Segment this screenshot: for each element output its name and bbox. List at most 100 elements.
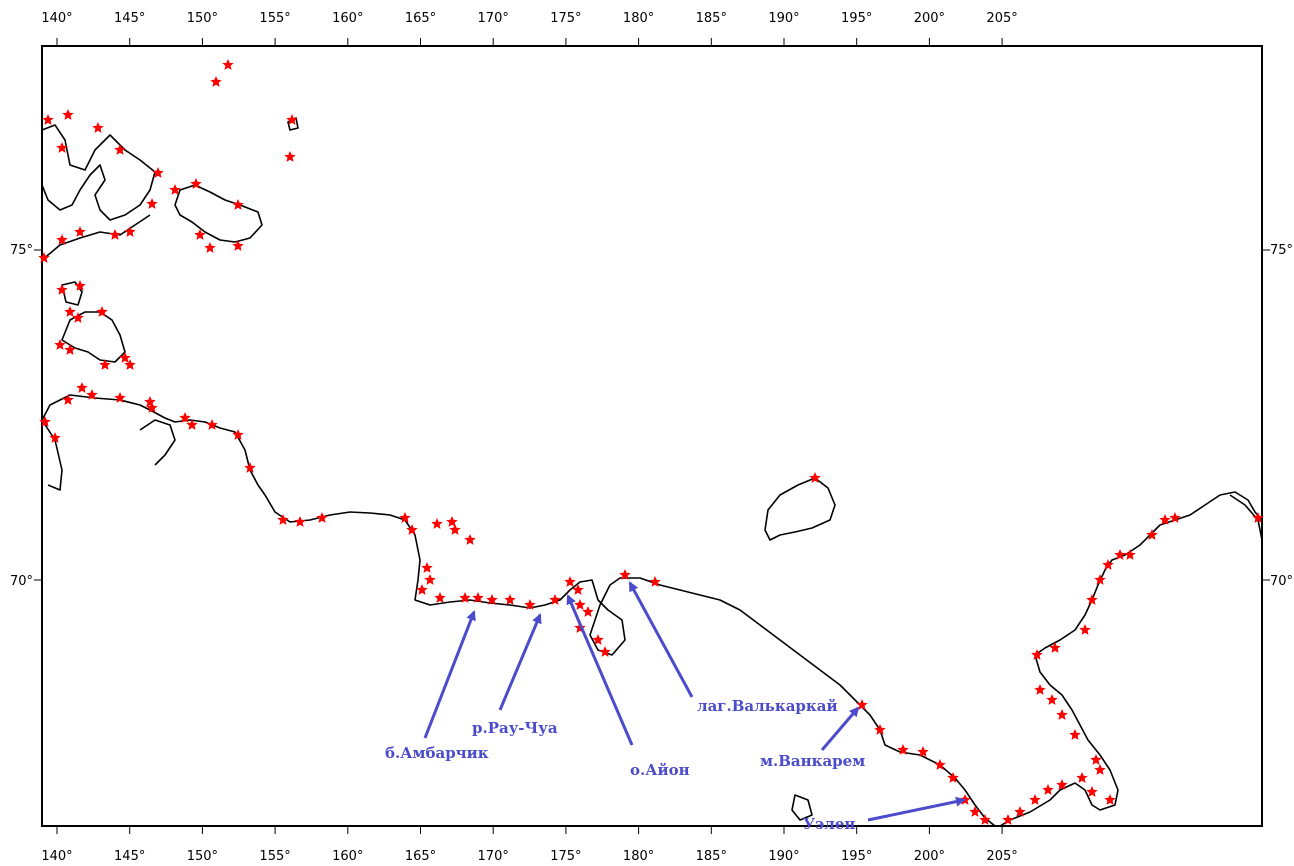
red-star-icon	[1090, 754, 1102, 765]
red-star-icon	[1002, 814, 1014, 825]
red-star-icon	[874, 724, 886, 735]
red-star-icon	[947, 772, 959, 783]
red-star-icon	[186, 419, 198, 430]
longitude-label-top: 190°	[768, 11, 799, 26]
longitude-label-top: 165°	[405, 11, 436, 26]
red-star-icon	[406, 524, 418, 535]
longitude-label-bottom: 150°	[187, 849, 218, 864]
red-star-icon	[917, 746, 929, 757]
red-star-icon	[399, 512, 411, 523]
longitude-label-bottom: 205°	[986, 849, 1017, 864]
red-star-icon	[109, 229, 121, 240]
longitude-labels-top: 140°145°150°155°160°165°170°175°180°185°…	[41, 11, 1017, 26]
novaya-sibir-island	[174, 184, 263, 243]
red-star-icon	[124, 226, 136, 237]
red-star-icon	[1076, 772, 1088, 783]
red-star-icon	[979, 814, 991, 825]
arrow-valkarkay	[628, 581, 694, 698]
red-star-icon	[232, 429, 244, 440]
red-star-icon	[421, 562, 433, 573]
longitude-label-top: 185°	[696, 11, 727, 26]
tick-marks	[34, 38, 1270, 834]
red-star-icon	[564, 576, 576, 587]
red-star-icon	[1079, 624, 1091, 635]
red-star-icon	[39, 416, 51, 427]
lyakhovsky-small-island	[61, 281, 83, 306]
red-star-icon	[486, 594, 498, 605]
red-star-icon	[464, 534, 476, 545]
red-star-icon	[1114, 549, 1126, 560]
longitude-label-bottom: 200°	[914, 849, 945, 864]
small-lake-outline	[791, 794, 813, 821]
red-star-icon	[934, 759, 946, 770]
red-star-icon	[114, 144, 126, 155]
label-valkarkay: лаг.Валькаркай	[697, 697, 838, 715]
red-star-icon	[582, 606, 594, 617]
red-star-icon	[286, 114, 298, 125]
red-star-icon	[1159, 514, 1171, 525]
arrow-rau-chua	[498, 613, 542, 711]
red-star-icon	[1031, 649, 1043, 660]
red-star-icon	[232, 240, 244, 251]
red-star-icon	[434, 592, 446, 603]
latitude-label-75-left: 75°	[10, 243, 33, 258]
arrow-ambarchik	[423, 610, 476, 739]
red-star-icon	[194, 229, 206, 240]
red-star-icon	[99, 359, 111, 370]
red-star-icon	[144, 396, 156, 407]
red-star-icon	[1014, 806, 1026, 817]
red-star-icon	[472, 592, 484, 603]
red-star-icon	[459, 592, 471, 603]
red-star-icon	[56, 284, 68, 295]
red-star-icon	[619, 569, 631, 580]
lyakhovsky-island	[61, 311, 126, 363]
longitude-labels-bottom: 140°145°150°155°160°165°170°175°180°185°…	[41, 849, 1017, 864]
red-star-icon	[169, 184, 181, 195]
latitude-label-70-right: 70°	[1270, 574, 1293, 589]
red-star-icon	[190, 178, 202, 189]
arrow-uelen	[867, 796, 966, 822]
red-star-icon	[56, 142, 68, 153]
red-star-icon	[599, 646, 611, 657]
longitude-label-bottom: 190°	[768, 849, 799, 864]
red-star-icon	[56, 234, 68, 245]
red-star-icon	[1046, 694, 1058, 705]
red-star-icon	[232, 199, 244, 210]
longitude-label-top: 145°	[114, 11, 145, 26]
red-star-icon	[504, 594, 516, 605]
red-star-icon	[74, 226, 86, 237]
red-star-icon	[62, 109, 74, 120]
red-star-icon	[146, 402, 158, 413]
red-star-icon	[244, 462, 256, 473]
red-star-icon	[64, 306, 76, 317]
map-frame	[41, 45, 1263, 827]
red-star-icon	[42, 114, 54, 125]
red-star-icon	[1124, 549, 1136, 560]
red-star-icon	[152, 167, 164, 178]
label-ayon: о.Айон	[630, 761, 690, 779]
arrow-ayon	[566, 594, 634, 746]
label-uelen: Уэлен	[803, 815, 855, 833]
red-star-icon	[64, 344, 76, 355]
longitude-label-bottom: 195°	[841, 849, 872, 864]
longitude-label-top: 195°	[841, 11, 872, 26]
arrow-vankarem	[820, 706, 860, 751]
red-star-icon	[1169, 512, 1181, 523]
red-star-icon	[96, 306, 108, 317]
red-star-icon	[1056, 779, 1068, 790]
station-markers	[38, 59, 1264, 825]
red-star-icon	[179, 412, 191, 423]
longitude-label-bottom: 175°	[550, 849, 581, 864]
red-star-icon	[72, 312, 84, 323]
longitude-label-bottom: 155°	[259, 849, 290, 864]
coastlines	[41, 117, 1263, 827]
longitude-label-bottom: 185°	[696, 849, 727, 864]
red-star-icon	[449, 524, 461, 535]
red-star-icon	[1034, 684, 1046, 695]
red-star-icon	[572, 584, 584, 595]
longitude-label-top: 155°	[259, 11, 290, 26]
red-star-icon	[38, 252, 50, 263]
eastern-coastline	[999, 491, 1263, 827]
longitude-label-top: 150°	[187, 11, 218, 26]
red-star-icon	[424, 574, 436, 585]
